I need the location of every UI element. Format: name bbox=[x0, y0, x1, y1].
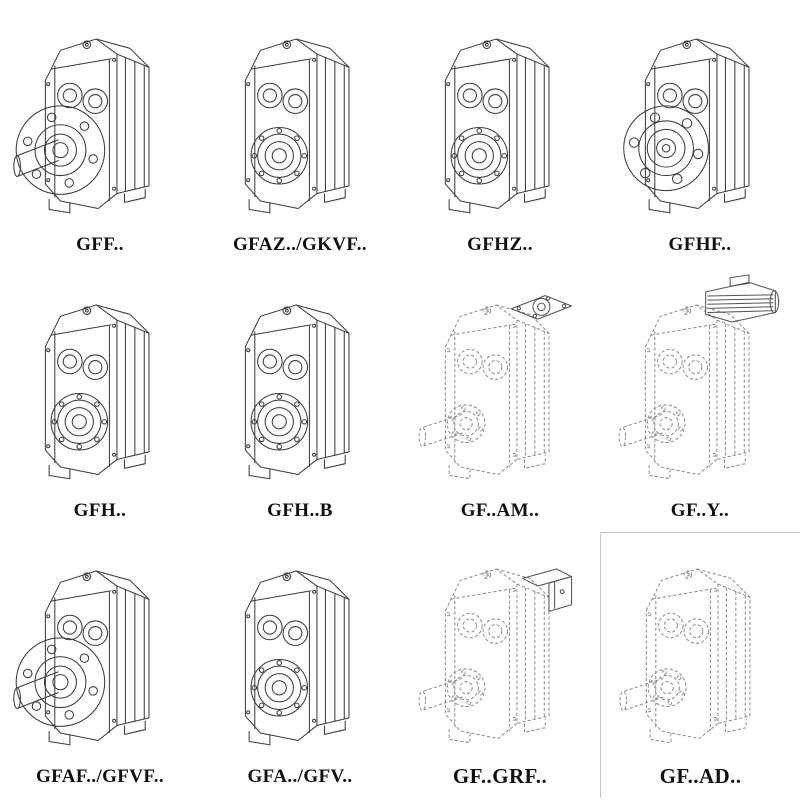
gearbox-drawing-gf-am bbox=[418, 295, 573, 480]
gearbox-cell-gf-ad: GF..AD.. bbox=[600, 532, 800, 798]
gearbox-label-gf-ad: GF..AD.. bbox=[659, 763, 742, 788]
gearbox-drawing-gfaf-gfvf bbox=[13, 570, 150, 746]
gearbox-cell-gfa-gfv: GFA../GFV.. bbox=[200, 532, 400, 798]
gearbox-drawing-gf-ad bbox=[618, 568, 750, 744]
gearbox-drawing-gfhf bbox=[623, 38, 750, 214]
gearbox-drawing-gfh-b bbox=[244, 304, 350, 480]
gearbox-cell-gff: GFF.. bbox=[0, 0, 200, 266]
gearbox-label-gf-grf: GF..GRF.. bbox=[452, 763, 548, 788]
gearbox-cell-gfh: GFH.. bbox=[0, 266, 200, 532]
gearbox-label-gf-am: GF..AM.. bbox=[460, 500, 540, 522]
gearbox-label-gfh-b: GFH..B bbox=[267, 500, 333, 522]
gearbox-drawing-gfaz-gkvf bbox=[244, 38, 350, 214]
gearbox-cell-gfhz: GFHZ.. bbox=[400, 0, 600, 266]
gearbox-drawing-gf-y bbox=[618, 274, 780, 480]
gearbox-cell-gf-y: GF..Y.. bbox=[600, 266, 800, 532]
gearbox-label-gf-y: GF..Y.. bbox=[670, 500, 730, 522]
gearbox-cell-gfaz-gkvf: GFAZ../GKVF.. bbox=[200, 0, 400, 266]
gearbox-label-gfhz: GFHZ.. bbox=[467, 234, 533, 256]
gearbox-drawing-gf-grf bbox=[418, 568, 573, 744]
gearbox-cell-gf-am: GF..AM.. bbox=[400, 266, 600, 532]
gearbox-label-gfh: GFH.. bbox=[73, 500, 127, 522]
gearbox-label-gff: GFF.. bbox=[76, 234, 124, 256]
gearbox-label-gfaf-gfvf: GFAF../GFVF.. bbox=[35, 766, 164, 788]
gearbox-label-gfaz-gkvf: GFAZ../GKVF.. bbox=[233, 234, 367, 256]
gearbox-drawing-gfhz bbox=[444, 38, 550, 214]
gearbox-cell-gfaf-gfvf: GFAF../GFVF.. bbox=[0, 532, 200, 798]
gearbox-cell-gf-grf: GF..GRF.. bbox=[400, 532, 600, 798]
gearbox-drawing-gfh bbox=[44, 304, 150, 480]
gearbox-drawing-gff bbox=[13, 38, 150, 214]
gearbox-label-gfhf: GFHF.. bbox=[668, 234, 732, 256]
gearbox-drawing-gfa-gfv bbox=[244, 570, 350, 746]
gearbox-label-gfa-gfv: GFA../GFV.. bbox=[247, 766, 353, 788]
gearbox-cell-gfhf: GFHF.. bbox=[600, 0, 800, 266]
gearbox-cell-gfh-b: GFH..B bbox=[200, 266, 400, 532]
